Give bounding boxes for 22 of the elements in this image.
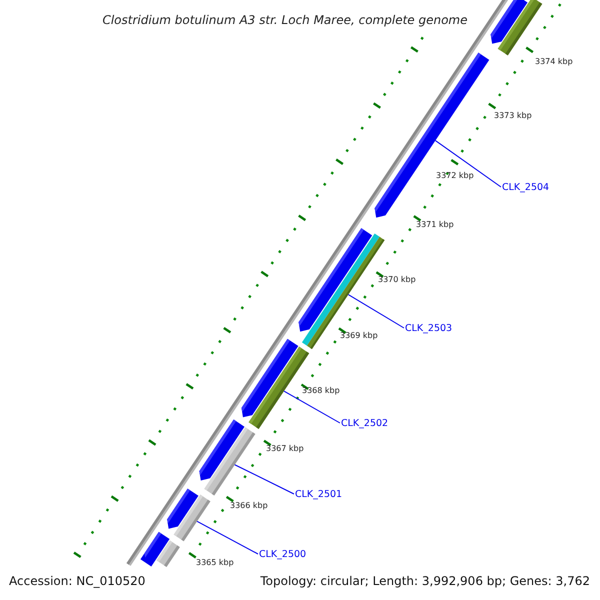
position-label: 3369 kbp xyxy=(340,331,378,340)
position-label: 3366 kbp xyxy=(230,501,268,510)
position-label: 3365 kbp xyxy=(196,558,234,567)
genome-summary-text: Topology: circular; Length: 3,992,906 bp; Genes: 3,762 xyxy=(259,573,591,589)
leader-line xyxy=(234,464,294,494)
leader-line xyxy=(348,294,404,328)
gene-marker xyxy=(374,52,490,218)
position-label: 3374 kbp xyxy=(535,57,573,66)
map-title: Clostridium botulinum A3 str. Loch Maree, complete genome xyxy=(101,12,469,28)
gene-label: CLK_2503 xyxy=(405,323,452,335)
position-label: 3370 kbp xyxy=(378,275,416,284)
gene-label: CLK_2504 xyxy=(502,182,550,194)
gene-label: CLK_2502 xyxy=(341,418,388,430)
leader-line xyxy=(196,520,258,554)
gene-label: CLK_2500 xyxy=(259,549,306,561)
leader-line xyxy=(434,140,502,188)
position-label: 3368 kbp xyxy=(302,386,340,395)
position-label: 3367 kbp xyxy=(266,444,304,453)
position-label: 3372 kbp xyxy=(436,171,474,180)
gene-label: CLK_2501 xyxy=(295,489,342,501)
accession-text: Accession: NC_010520 xyxy=(8,573,146,589)
leader-line xyxy=(283,390,340,424)
